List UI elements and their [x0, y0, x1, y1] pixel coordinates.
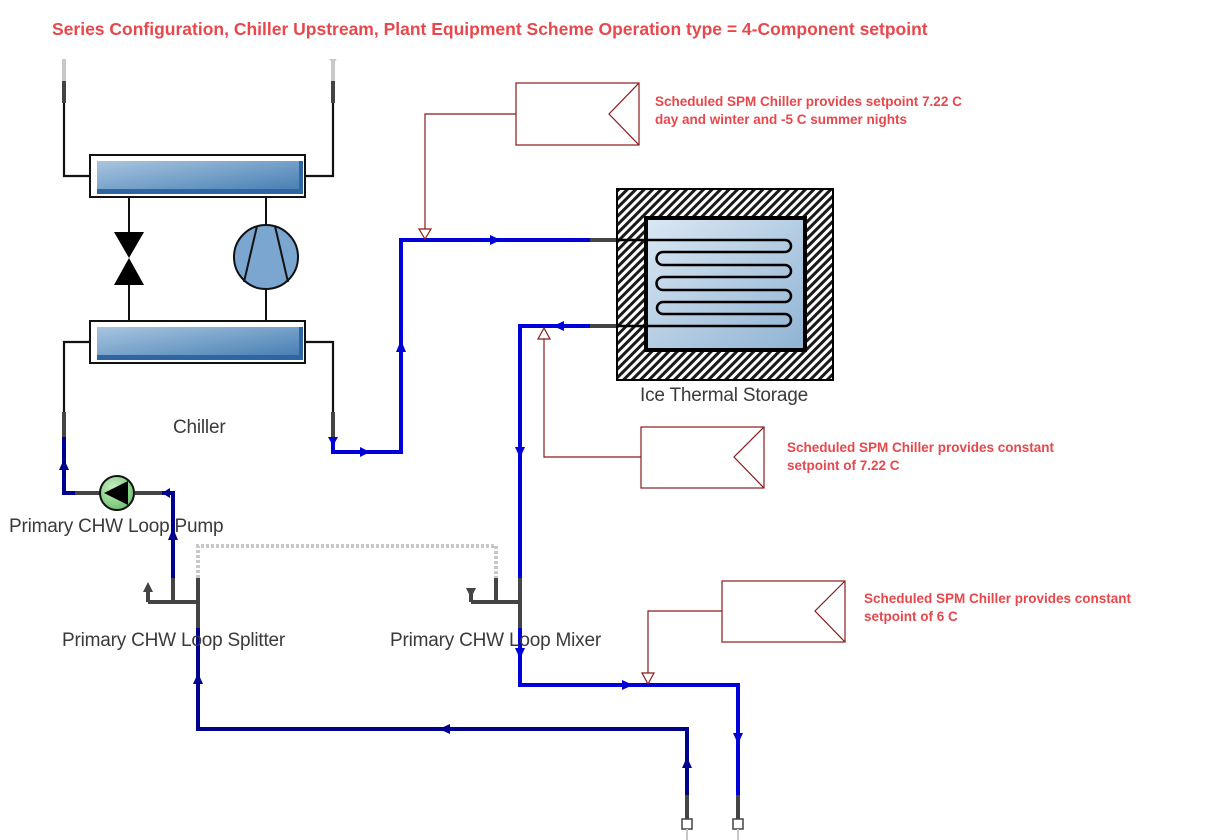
spm-1-line1: Scheduled SPM Chiller provides setpoint …: [655, 94, 962, 109]
primary-chw-loop-splitter[interactable]: [143, 578, 200, 628]
spm-1-annotation: Scheduled SPM Chiller provides setpoint …: [655, 93, 962, 129]
spm-control-line: [543, 338, 641, 458]
setpoint-manager-3[interactable]: [640, 580, 846, 686]
evaporator-heat-exchanger: [89, 320, 306, 364]
ice-storage-label: Ice Thermal Storage: [640, 385, 808, 406]
flow-arrow-icon: [162, 488, 170, 498]
flow-arrow-icon: [439, 724, 450, 734]
flow-arrow-icon: [328, 437, 338, 446]
pipe-supply-inlet-to-splitter[interactable]: [196, 628, 689, 795]
pump-icon: [104, 481, 128, 505]
spm-2-line1: Scheduled SPM Chiller provides constant: [787, 440, 1055, 455]
chiller[interactable]: [62, 59, 337, 437]
flow-arrow-icon: [553, 321, 564, 331]
setpoint-manager-2[interactable]: [536, 326, 765, 489]
condenser-outlet-node[interactable]: [329, 59, 337, 103]
bypass-pipe[interactable]: [196, 544, 498, 578]
expansion-valve-icon: [114, 232, 144, 285]
primary-chw-loop-pump[interactable]: [99, 475, 135, 511]
flow-arrow-icon: [622, 680, 633, 690]
flow-arrow-icon: [490, 235, 501, 245]
chiller-inlet-node[interactable]: [62, 412, 66, 437]
spm-node-marker-icon: [536, 326, 552, 340]
supply-inlet-node[interactable]: [681, 795, 693, 840]
flow-arrow-icon: [682, 757, 692, 768]
flow-arrow-icon: [360, 447, 370, 457]
condenser-inlet-node[interactable]: [62, 59, 66, 103]
supply-outlet-node[interactable]: [732, 795, 744, 840]
condenser-heat-exchanger: [89, 154, 306, 198]
spm-control-line: [424, 113, 516, 230]
flow-arrow-icon: [396, 340, 406, 352]
spm-3-annotation: Scheduled SPM Chiller provides constant …: [864, 590, 1131, 626]
flow-arrow-icon: [733, 733, 743, 744]
flow-arrow-icon: [59, 459, 69, 470]
ice-thermal-storage[interactable]: [616, 188, 834, 381]
spm-2-line2: setpoint of 7.22 C: [787, 458, 900, 473]
splitter-label: Primary CHW Loop Splitter: [62, 630, 286, 651]
spm-1-line2: day and winter and -5 C summer nights: [655, 112, 908, 127]
pipe-chiller-to-ice-storage[interactable]: [331, 238, 590, 454]
pump-label: Primary CHW Loop Pump: [9, 516, 224, 537]
primary-chw-loop-mixer[interactable]: [466, 578, 522, 628]
spm-3-line2: setpoint of 6 C: [864, 609, 958, 624]
diagram-title: Series Configuration, Chiller Upstream, …: [52, 19, 928, 39]
pipe-pump-to-chiller[interactable]: [62, 437, 75, 495]
setpoint-manager-1[interactable]: [417, 82, 640, 241]
pipe-mixer-to-supply-outlet[interactable]: [518, 628, 740, 795]
pipe-ice-storage-to-mixer[interactable]: [518, 324, 590, 578]
flow-arrow-icon: [515, 648, 525, 659]
chiller-label: Chiller: [173, 417, 226, 438]
spm-2-annotation: Scheduled SPM Chiller provides constant …: [787, 439, 1054, 475]
spm-3-line1: Scheduled SPM Chiller provides constant: [864, 591, 1132, 606]
spm-control-line: [647, 610, 722, 674]
flow-arrow-icon: [168, 528, 178, 540]
spm-node-marker-icon: [640, 672, 656, 686]
mixer-label: Primary CHW Loop Mixer: [390, 630, 601, 651]
flow-arrow-icon: [193, 673, 203, 684]
spm-node-marker-icon: [417, 228, 433, 241]
ice-coil-icon: [617, 238, 793, 328]
flow-arrow-icon: [515, 447, 525, 458]
compressor-icon: [233, 224, 299, 290]
chiller-outlet-node[interactable]: [331, 412, 335, 437]
